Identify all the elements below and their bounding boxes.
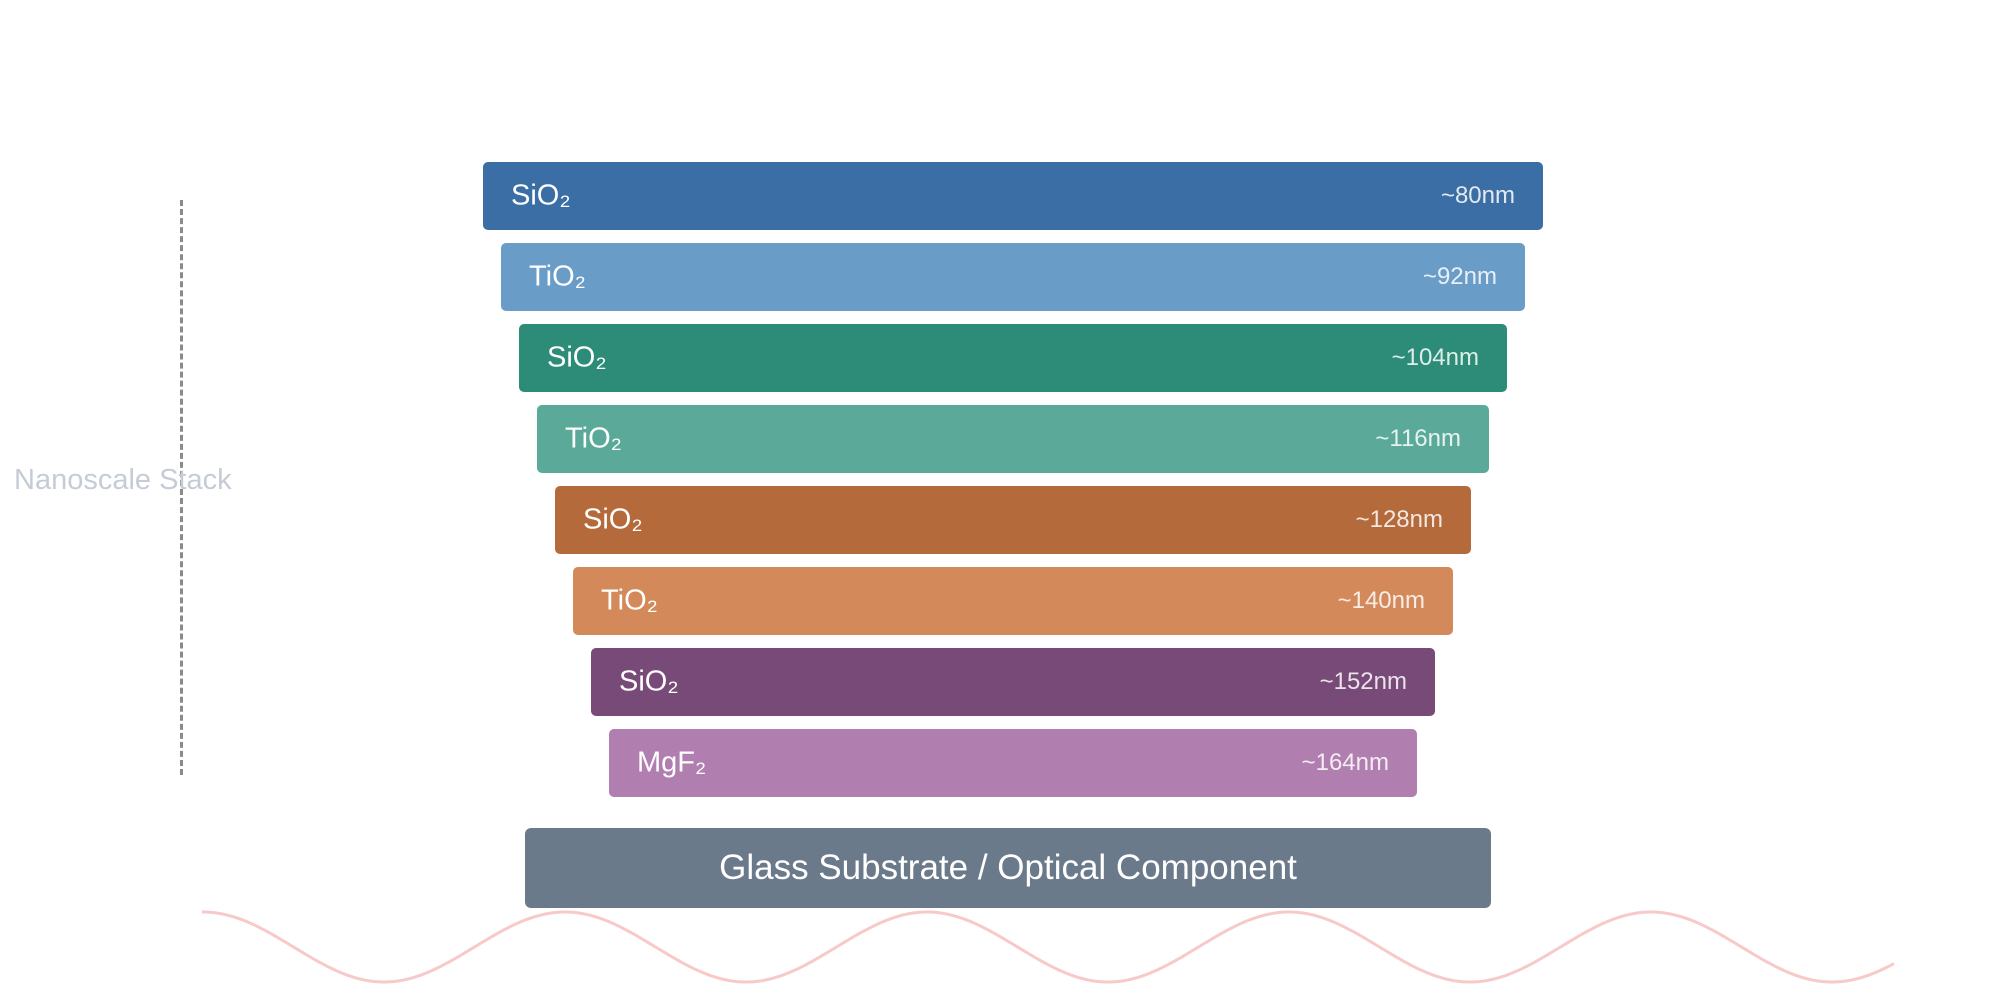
layer-thickness-label: ~140nm [1337,587,1425,614]
layer-1: SiO₂ ~80nm [483,162,1543,230]
stack-axis-dashed-line [180,200,183,775]
glass-substrate: Glass Substrate / Optical Component [525,828,1491,908]
layer-3: SiO₂ ~104nm [519,324,1507,392]
light-wave-line [202,910,1895,984]
layer-5: SiO₂ ~128nm [555,486,1471,554]
layer-thickness-label: ~92nm [1422,263,1497,290]
layer-material-label: SiO₂ [619,665,679,698]
stack-side-label: Nanoscale Stack [14,464,232,496]
layer-material-label: SiO₂ [511,179,571,212]
layer-thickness-label: ~152nm [1319,668,1407,695]
layer-2: TiO₂ ~92nm [501,243,1525,311]
layer-material-label: TiO₂ [601,584,658,617]
layer-4: TiO₂ ~116nm [537,405,1489,473]
layer-8: MgF₂ ~164nm [609,729,1417,797]
layer-material-label: SiO₂ [583,503,643,536]
layer-thickness-label: ~164nm [1301,749,1389,776]
layer-thickness-label: ~80nm [1440,182,1515,209]
layer-material-label: TiO₂ [565,422,622,455]
layer-thickness-label: ~116nm [1375,425,1461,452]
layer-thickness-label: ~128nm [1355,506,1443,533]
layer-thickness-label: ~104nm [1391,344,1479,371]
layer-material-label: TiO₂ [529,260,586,293]
layer-material-label: MgF₂ [637,746,707,779]
layer-7: SiO₂ ~152nm [591,648,1435,716]
layer-6: TiO₂ ~140nm [573,567,1453,635]
layer-material-label: SiO₂ [547,341,607,374]
substrate-label: Glass Substrate / Optical Component [719,848,1297,887]
